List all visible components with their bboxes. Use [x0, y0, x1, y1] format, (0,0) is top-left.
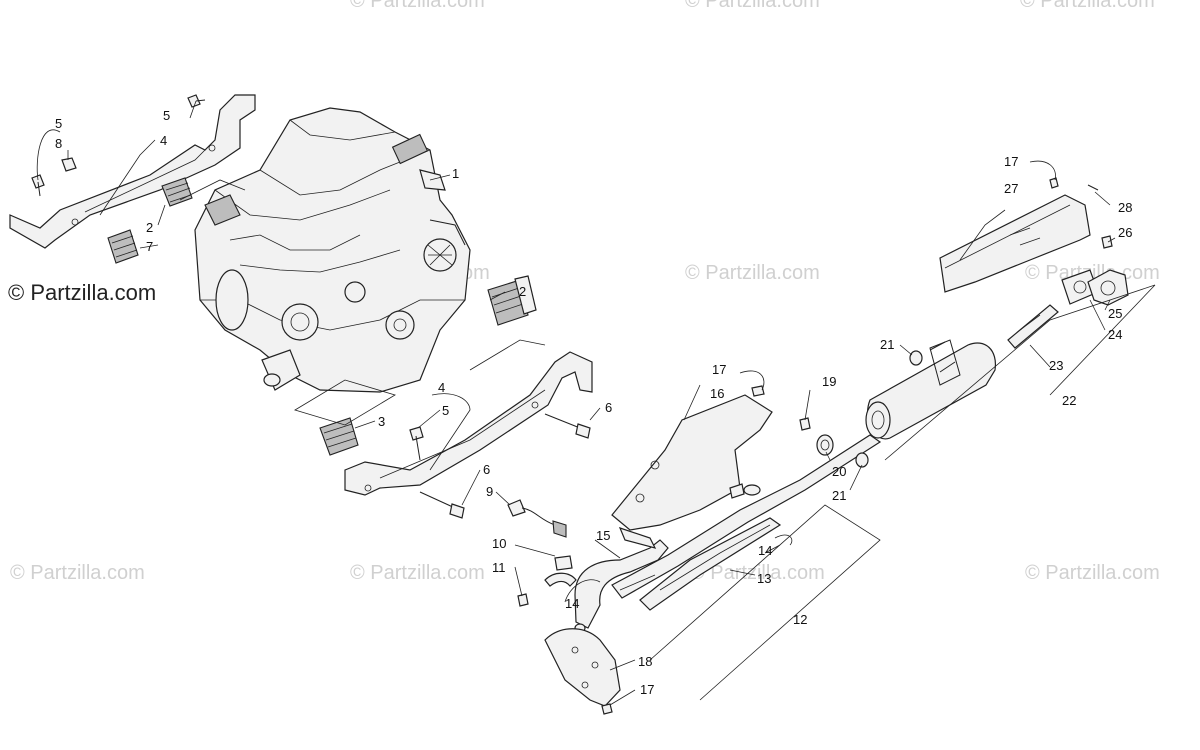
- callout-19: 19: [822, 374, 836, 389]
- callout-6: 6: [483, 462, 490, 477]
- callout-5: 5: [442, 403, 449, 418]
- nut-21-upper: [909, 350, 923, 366]
- callout-17: 17: [1004, 154, 1018, 169]
- callout-11: 11: [492, 560, 506, 575]
- callout-24: 24: [1108, 327, 1122, 342]
- mid-pipe-12: [611, 434, 882, 599]
- callout-8: 8: [55, 136, 62, 151]
- watermark: © Partzilla.com: [685, 0, 820, 12]
- watermark: © Partzilla.com: [1020, 0, 1155, 12]
- heat-shield-18: [544, 628, 621, 715]
- watermark: © Partzilla.com: [350, 562, 485, 584]
- callout-7: 7: [146, 239, 153, 254]
- callout-4: 4: [438, 380, 445, 395]
- end-cap-25: [1087, 269, 1129, 306]
- callout-17: 17: [712, 362, 726, 377]
- callout-17: 17: [640, 682, 654, 697]
- callout-5: 5: [163, 108, 170, 123]
- spark-arrestor-23: [1007, 304, 1059, 349]
- callout-2: 2: [146, 220, 153, 235]
- leader-lines: [36, 100, 1156, 706]
- bolt-5-lower: [409, 426, 424, 461]
- watermark: © Partzilla.com: [1025, 562, 1160, 584]
- callout-27: 27: [1004, 181, 1018, 196]
- engine-mount-7: [107, 229, 139, 264]
- muffler-shield-27: [939, 194, 1091, 293]
- muffler-22: [865, 341, 996, 440]
- heat-shield-13: [639, 517, 782, 611]
- callout-14: 14: [758, 543, 772, 558]
- bolt-11: [517, 593, 529, 607]
- nut-21-lower: [855, 452, 869, 468]
- engine-mount-3: [319, 417, 359, 456]
- clip-28: [1087, 184, 1099, 191]
- watermark: © Partzilla.com: [10, 562, 145, 584]
- fastener-17-top: [1049, 177, 1059, 189]
- callout-10: 10: [492, 536, 506, 551]
- bolt-5-top: [187, 94, 206, 108]
- gasket-20: [816, 434, 834, 456]
- callout-12: 12: [793, 612, 807, 627]
- callout-2: 2: [519, 284, 526, 299]
- engine-mount-bracket-right: [344, 351, 593, 496]
- callout-20: 20: [832, 464, 846, 479]
- callout-26: 26: [1118, 225, 1132, 240]
- engine-mount-2-right: [487, 275, 537, 326]
- callout-18: 18: [638, 654, 652, 669]
- partzilla-watermark: © Partzilla.com: [8, 280, 157, 305]
- callout-21: 21: [832, 488, 846, 503]
- callout-3: 3: [378, 414, 385, 429]
- callout-15: 15: [596, 528, 610, 543]
- watermark: © Partzilla.com: [690, 562, 825, 584]
- callout-16: 16: [710, 386, 724, 401]
- bolt-6-upper: [544, 413, 591, 439]
- callout-14: 14: [565, 596, 579, 611]
- callout-25: 25: [1108, 306, 1122, 321]
- clamp-10: [554, 555, 573, 571]
- callout-5: 5: [55, 116, 62, 131]
- callout-labels: 1 2 2 3 4 4 5 5 5 6 6 7 8 9 10 11 12 13 …: [55, 108, 1132, 697]
- callout-6: 6: [605, 400, 612, 415]
- engine-assembly: [194, 107, 471, 393]
- bolt-26: [1101, 235, 1113, 249]
- header-pipe-15: [544, 527, 669, 633]
- watermark: © Partzilla.com: [350, 0, 485, 12]
- callout-22: 22: [1062, 393, 1076, 408]
- heat-shield-16: [611, 385, 773, 531]
- callout-1: 1: [452, 166, 459, 181]
- callout-23: 23: [1049, 358, 1063, 373]
- nut-8: [61, 157, 77, 172]
- callout-21: 21: [880, 337, 894, 352]
- bolt-6-lower: [419, 491, 465, 519]
- callout-13: 13: [757, 571, 771, 586]
- callout-9: 9: [486, 484, 493, 499]
- callout-4: 4: [160, 133, 167, 148]
- engine-mount-bracket-left: [9, 94, 256, 249]
- watermark: © Partzilla.com: [685, 262, 820, 284]
- callout-28: 28: [1118, 200, 1132, 215]
- o2-sensor-9: [507, 499, 567, 538]
- muffler-strap: [929, 339, 961, 386]
- engine-mount-2-upper: [161, 177, 193, 207]
